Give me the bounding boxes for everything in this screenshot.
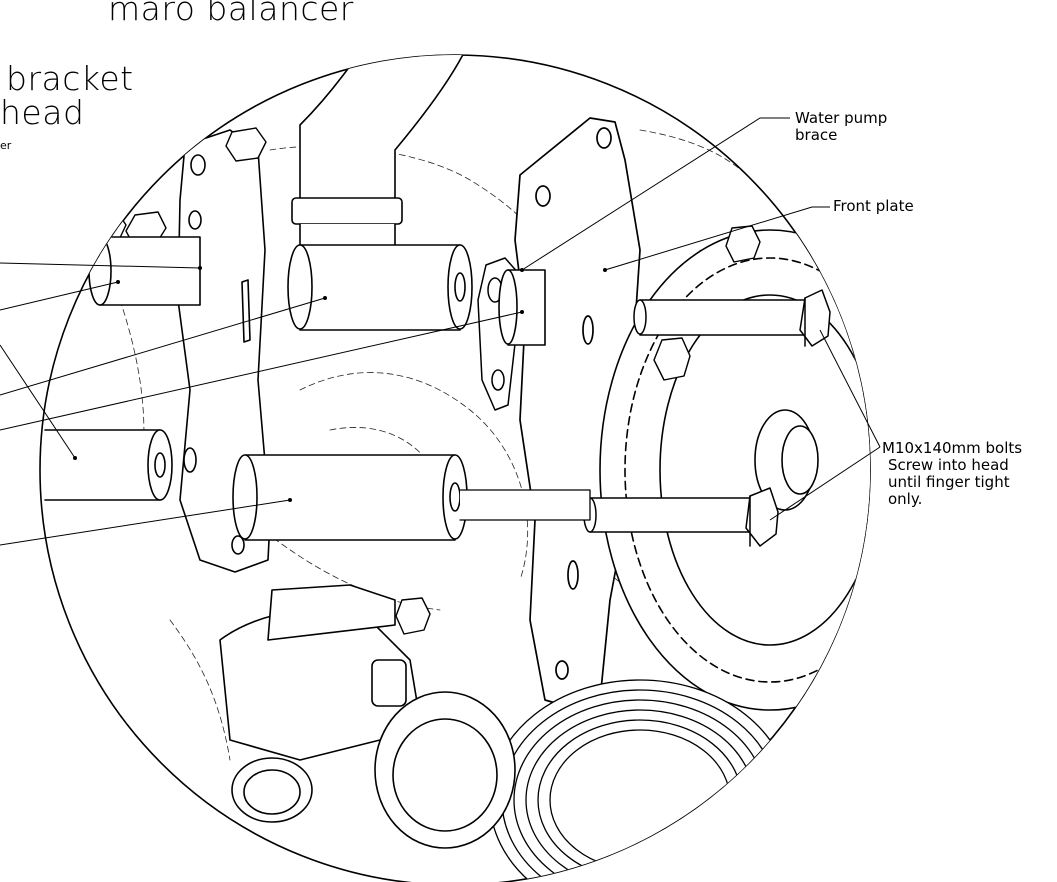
leader-left-4 xyxy=(0,311,523,431)
bolt-upper xyxy=(633,289,831,347)
bolt-lower xyxy=(583,487,779,547)
leader-bolts-lower xyxy=(769,446,881,521)
heading-line-4: er xyxy=(0,139,12,152)
spacer-bottom-middle xyxy=(232,454,468,541)
left-lower-structures xyxy=(40,689,71,882)
coolant-pipe-upper xyxy=(291,55,471,251)
leader-left-3 xyxy=(0,297,326,396)
leader-dots xyxy=(73,266,607,502)
callout-water-pump-brace-1: Water pump xyxy=(795,109,888,127)
leader-water-pump-brace xyxy=(521,117,790,271)
leader-left-5 xyxy=(0,344,76,459)
leader-left-1 xyxy=(0,262,201,269)
spacer-bottom-left xyxy=(44,429,173,501)
callout-bolts-4: only. xyxy=(888,490,923,508)
center-nuts xyxy=(395,225,761,635)
callout-bolts-1: M10x140mm bolts xyxy=(882,439,1023,457)
heading-line-3: head xyxy=(0,93,85,132)
spacer-top-left xyxy=(88,236,201,306)
leader-front-plate xyxy=(604,206,830,271)
callout-bolts-2: Screw into head xyxy=(888,456,1009,474)
callout-bolts-3: until finger tight xyxy=(888,473,1010,491)
heading-line-1: maro balancer xyxy=(108,0,354,28)
leader-bolts-upper xyxy=(819,329,881,448)
heading-line-2: bracket xyxy=(6,59,134,98)
spacer-top-right xyxy=(498,269,546,346)
leader-left-2 xyxy=(0,281,119,311)
lower-grooved-pulley xyxy=(489,679,791,882)
through-rods xyxy=(459,489,591,521)
leader-left-6 xyxy=(0,499,291,546)
callout-water-pump-brace-2: brace xyxy=(795,126,838,144)
leader-lines xyxy=(0,117,881,546)
thermostat-housing xyxy=(219,584,516,849)
spacer-top-middle xyxy=(287,244,473,331)
callout-front-plate: Front plate xyxy=(833,197,914,215)
